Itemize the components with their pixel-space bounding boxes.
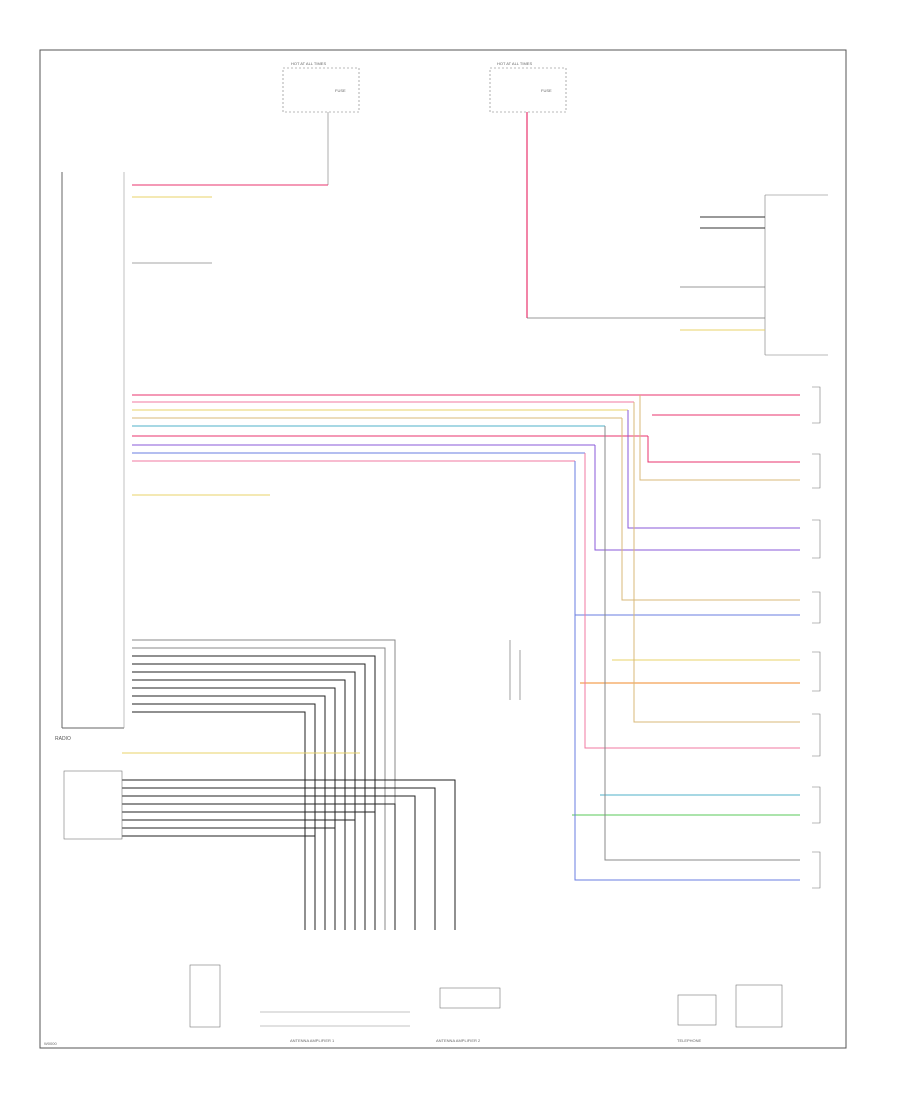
speaker-column xyxy=(812,386,821,889)
tv-bundle-wire xyxy=(122,795,416,930)
page-code: W0000 xyxy=(44,1041,57,1046)
antenna-amp-2-label: ANTENNA AMPLIFIER 2 xyxy=(436,1038,481,1043)
telematics-box xyxy=(735,984,783,1028)
rf-door-wire xyxy=(633,402,800,723)
bottom-components: ANTENNA AMPLIFIER 1 ANTENNA AMPLIFIER 2 … xyxy=(44,964,783,1046)
antenna-amp-1-label: ANTENNA AMPLIFIER 1 xyxy=(290,1038,335,1043)
antenna-bundle-wire xyxy=(132,647,386,930)
tv-bundle-wire xyxy=(122,835,316,930)
antenna-bundle-wire xyxy=(132,639,396,930)
telephone-label: TELEPHONE xyxy=(677,1038,702,1043)
speaker xyxy=(812,453,821,489)
lf-door-wire xyxy=(627,410,800,529)
lf-mid-wire xyxy=(639,395,800,481)
antenna-bundle-wire xyxy=(132,711,306,930)
speaker xyxy=(812,386,821,424)
rr-tweeter-wire xyxy=(574,461,800,881)
fuse-1-label: FUSE xyxy=(335,88,346,93)
speaker xyxy=(812,713,821,757)
lr-door-wire xyxy=(621,418,800,601)
lr-door-return xyxy=(574,461,800,616)
antenna-bundle-wire xyxy=(132,655,376,930)
tv-bundle-wire xyxy=(122,811,376,930)
tv-bundle-wire xyxy=(122,827,336,930)
radio-label: RADIO xyxy=(55,736,71,742)
lf-mid-return xyxy=(647,436,800,463)
radio-connector: RADIO xyxy=(55,172,125,742)
fuse-2-label: FUSE xyxy=(541,88,552,93)
antenna-bundle-wire xyxy=(132,663,366,930)
tv-bundle-wire xyxy=(122,779,456,930)
diagram-frame xyxy=(39,49,847,1049)
fuse-box-2-label: HOT AT ALL TIMES xyxy=(497,61,532,66)
gateway-module xyxy=(680,194,828,356)
speaker xyxy=(812,851,821,889)
tv-bundle-wire xyxy=(122,819,356,930)
telephone-box xyxy=(677,994,717,1026)
fuse-box-1: HOT AT ALL TIMES FUSE xyxy=(132,61,360,186)
antenna-bundle-wire xyxy=(132,671,356,930)
lf-door-return xyxy=(594,445,800,551)
antenna-bundle-wire xyxy=(132,703,316,930)
fuse-box-2: HOT AT ALL TIMES FUSE xyxy=(489,61,765,319)
tv-bundle-wire xyxy=(122,787,436,930)
speaker xyxy=(812,591,821,624)
speaker xyxy=(812,519,821,559)
fuse-box-1-label: HOT AT ALL TIMES xyxy=(291,61,326,66)
speaker xyxy=(812,786,821,824)
antenna-bundle-wire xyxy=(132,679,346,930)
speaker xyxy=(812,651,821,692)
speaker-wires xyxy=(122,196,800,930)
antenna-bundle-wire xyxy=(132,695,326,930)
tv-tuner xyxy=(63,770,123,840)
antenna-amp-2-box xyxy=(439,987,501,1009)
rr-door-wire xyxy=(604,426,800,861)
tv-bundle-wire xyxy=(122,803,396,930)
rf-door-return xyxy=(584,453,800,749)
navigation-module-box xyxy=(189,964,221,1028)
